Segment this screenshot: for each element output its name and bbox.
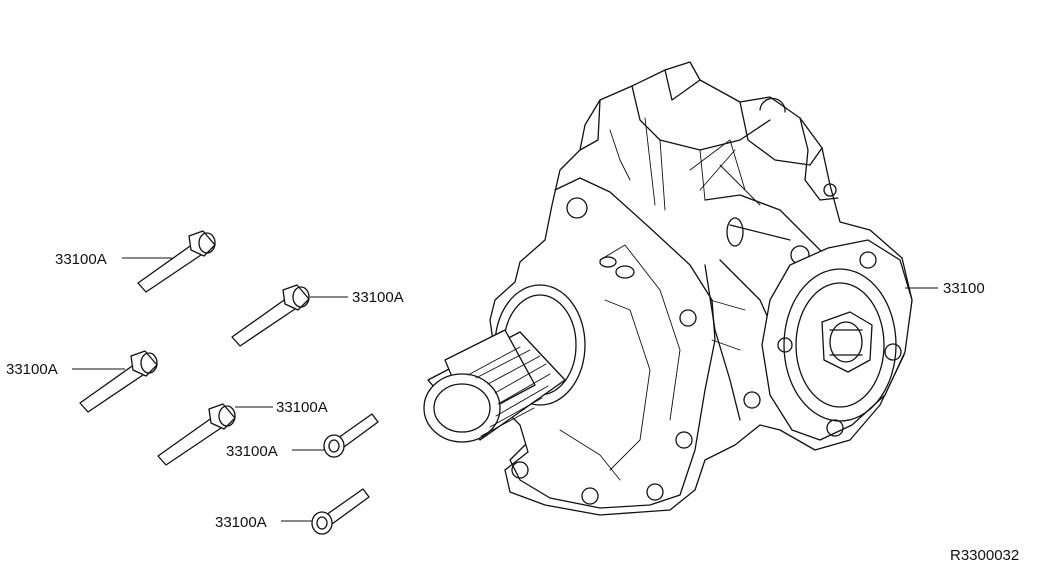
label-bolt-6: 33100A [215, 514, 267, 531]
bolt-5 [323, 413, 379, 458]
transfer-case-assembly [423, 61, 913, 516]
label-bolt-1: 33100A [55, 251, 107, 268]
bolt-6 [311, 488, 370, 535]
front-adapter-plate [509, 177, 716, 509]
label-assembly: 33100 [943, 280, 985, 297]
bolt-3 [79, 350, 158, 413]
bolt-4 [157, 403, 236, 466]
label-bolt-3: 33100A [6, 361, 58, 378]
housing-top-ribs [579, 69, 839, 211]
label-bolt-4: 33100A [276, 399, 328, 416]
rear-companion-flange [761, 239, 913, 441]
reference-code: R3300032 [950, 547, 1019, 564]
label-bolt-5: 33100A [226, 443, 278, 460]
label-bolt-2: 33100A [352, 289, 404, 306]
splined-input-shaft [423, 284, 586, 443]
bolt-1 [137, 230, 216, 293]
bolt-2 [231, 284, 310, 347]
